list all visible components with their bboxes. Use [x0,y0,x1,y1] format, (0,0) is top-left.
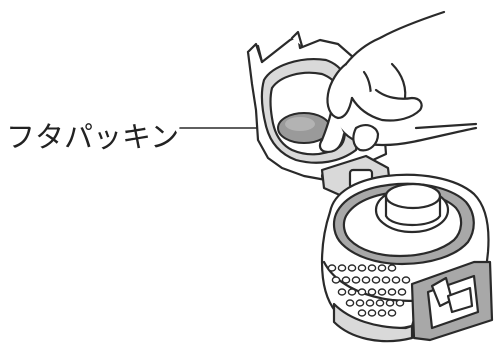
grip-dot [366,300,373,306]
grip-dot [338,265,345,271]
grip-dot [338,289,345,295]
grip-dot [392,277,399,283]
grip-dot [378,265,385,271]
grip-dot [362,277,369,283]
grip-dot [388,289,395,295]
grip-dot [368,289,375,295]
grip-dot [348,289,355,295]
grip-dot [372,277,379,283]
grip-dot [332,277,339,283]
grip-dot [348,265,355,271]
grip-dot [342,277,349,283]
grip-dot [376,300,383,306]
grip-dot [378,289,385,295]
hand [320,12,476,152]
grip-dot [386,300,393,306]
grip-dot [358,310,365,316]
grip-dot [402,277,409,283]
lid-gasket-highlight [285,117,315,131]
grip-dot [368,265,375,271]
grip-dot [396,300,403,306]
grip-dot [358,289,365,295]
grip-dot [388,265,395,271]
callout-label-lid-gasket: フタパッキン [6,114,179,156]
grip-dot [346,300,353,306]
grip-dot [352,277,359,283]
grip-dot [382,277,389,283]
grip-dot [356,300,363,306]
grip-dot [398,289,405,295]
grip-dot [328,265,335,271]
grip-dot [378,310,385,316]
spout-top [386,184,440,208]
grip-dot [368,310,375,316]
grip-dot [388,310,395,316]
grip-dot [358,265,365,271]
